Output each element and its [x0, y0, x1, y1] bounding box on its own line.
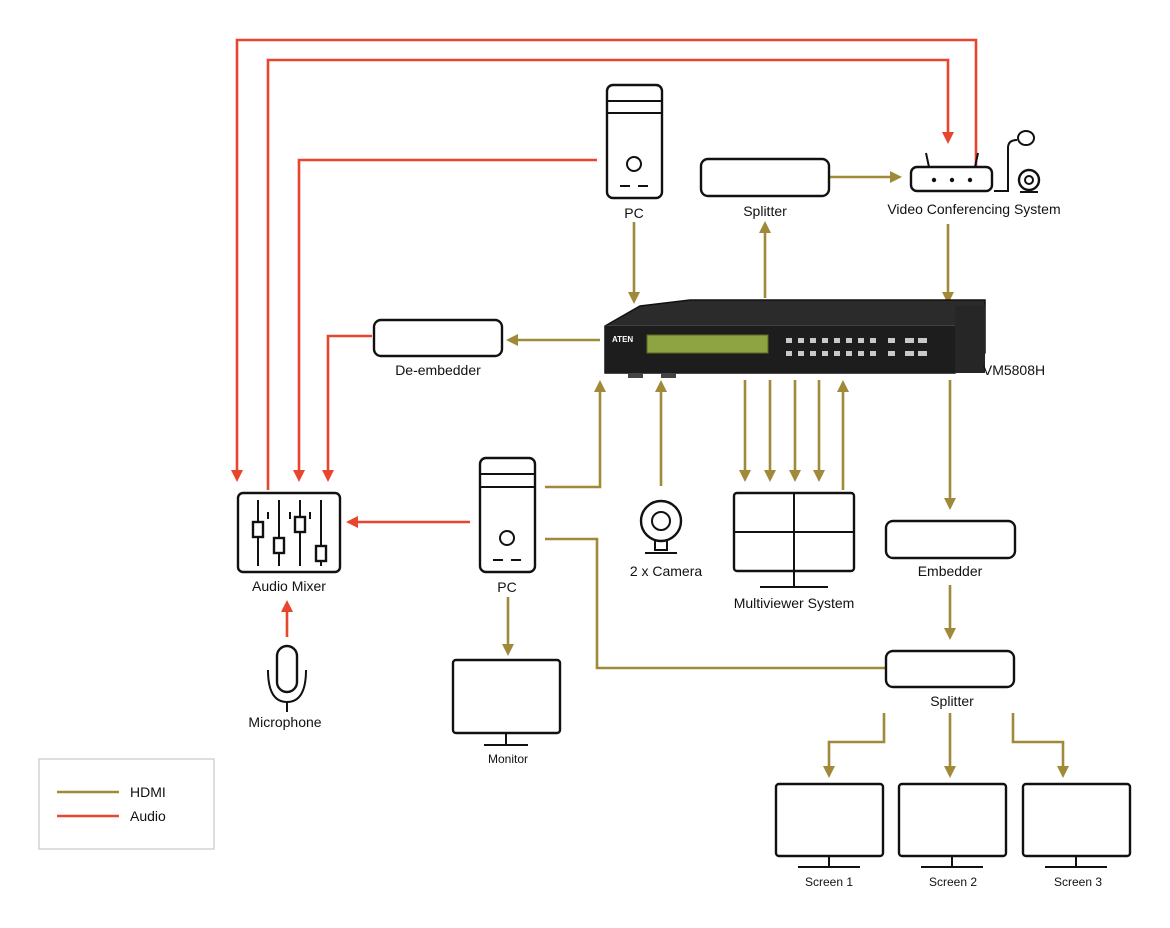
hdmi-arrow-pc-mid-to-matrix — [594, 380, 606, 392]
legend: HDMI Audio — [38, 758, 215, 850]
audio-arrow-mic-to-mixer — [281, 600, 293, 612]
screen-2: Screen 2 — [897, 782, 1008, 889]
matrix-model-label: VM5808H — [983, 362, 1045, 378]
pc-top: PC — [605, 83, 664, 221]
splitter-bottom-box — [884, 649, 1016, 689]
hdmi-arrow-matrix-to-multiviewer-2 — [764, 470, 776, 482]
screen-1-label: Screen 1 — [805, 875, 853, 889]
hdmi-arrow-camera-to-matrix — [655, 380, 667, 392]
de-embedder: De-embedder — [372, 318, 504, 378]
pc-mid-label: PC — [497, 579, 516, 595]
microphone: Microphone — [248, 644, 322, 730]
hdmi-arrow-pc-top-to-matrix — [628, 292, 640, 304]
matrix-switch: ATEN VM5808H — [604, 299, 1045, 378]
audio-line-vcs-to-mixer — [235, 38, 978, 470]
legend-hdmi-label: HDMI — [130, 784, 166, 800]
splitter-bottom-label: Splitter — [930, 693, 974, 709]
webcam-icon — [639, 499, 683, 554]
hdmi-line-splitter-to-screen1 — [827, 713, 886, 766]
splitter-top: Splitter — [699, 157, 831, 219]
hdmi-arrow-vcs-to-matrix — [942, 292, 954, 304]
vcs-microphone-icon — [994, 130, 1035, 192]
pc-top-label: PC — [624, 205, 643, 221]
matrix-lcd-display — [646, 334, 769, 354]
hdmi-arrow-matrix-to-multiviewer-1 — [739, 470, 751, 482]
splitter-top-box — [699, 157, 831, 198]
hdmi-line-pc-mid-to-splitter — [545, 537, 885, 670]
audio-arrow-pc-top-to-mixer — [293, 470, 305, 482]
vcs-webcam-icon — [1017, 168, 1041, 193]
screen-icon — [1021, 782, 1132, 868]
embedder-box — [884, 519, 1017, 560]
hdmi-arrow-matrix-to-multiviewer-4 — [813, 470, 825, 482]
hdmi-line-splitter-to-screen3 — [1011, 713, 1065, 766]
audio-mixer-label: Audio Mixer — [252, 578, 326, 594]
multiviewer-system: Multiviewer System — [732, 491, 856, 611]
hdmi-connections — [502, 171, 1069, 778]
screen-icon — [774, 782, 885, 868]
hdmi-arrow-matrix-to-deembedder — [506, 334, 518, 346]
audio-arrow-pc-mid-to-mixer — [346, 516, 358, 528]
audio-arrow-mixer-to-vcs — [942, 132, 954, 144]
screen-3: Screen 3 — [1021, 782, 1132, 889]
embedder-label: Embedder — [918, 563, 983, 579]
screen-1: Screen 1 — [774, 782, 885, 889]
screen-3-label: Screen 3 — [1054, 875, 1102, 889]
hdmi-arrow-splitter-to-screen2 — [944, 766, 956, 778]
hdmi-arrow-embedder-to-splitter — [944, 628, 956, 640]
pc-mid: PC — [478, 456, 537, 595]
multiviewer-label: Multiviewer System — [734, 595, 855, 611]
camera-label: 2 x Camera — [630, 563, 703, 579]
audio-line-deembedder-to-mixer — [326, 334, 372, 470]
hdmi-arrow-pc-mid-to-monitor — [502, 644, 514, 656]
monitor-icon — [451, 658, 562, 746]
hdmi-arrow-matrix-to-multiviewer-3 — [789, 470, 801, 482]
hdmi-arrow-splitter-to-screen3 — [1057, 766, 1069, 778]
audio-connections — [231, 38, 978, 637]
hdmi-arrow-splitter-top-to-vcs — [890, 171, 902, 183]
audio-mixer-icon — [236, 491, 342, 574]
legend-audio-label: Audio — [130, 808, 166, 824]
hdmi-arrow-splitter-to-screen1 — [823, 766, 835, 778]
vcs-label: Video Conferencing System — [887, 201, 1060, 217]
hdmi-arrow-matrix-to-splitter-top — [759, 221, 771, 233]
multiviewer-display-icon — [732, 491, 856, 588]
splitter-bottom: Splitter — [884, 649, 1016, 709]
de-embedder-box — [372, 318, 504, 358]
audio-line-pc-top-to-mixer — [297, 158, 597, 470]
legend-box — [38, 758, 215, 850]
pc-tower-icon — [478, 456, 537, 574]
monitor: Monitor — [451, 658, 562, 766]
vcs-codec-icon — [909, 152, 994, 193]
matrix-brand-logo: ATEN — [612, 335, 633, 344]
screen-icon — [897, 782, 1008, 868]
hdmi-arrow-multiviewer-to-matrix — [837, 380, 849, 392]
microphone-label: Microphone — [248, 714, 321, 730]
hdmi-line-pc-mid-to-matrix — [545, 392, 602, 489]
embedder: Embedder — [884, 519, 1017, 579]
matrix-buttons — [786, 338, 927, 356]
monitor-label: Monitor — [488, 752, 528, 766]
audio-arrow-vcs-to-mixer — [231, 470, 243, 482]
camera: 2 x Camera — [630, 499, 703, 579]
audio-arrow-deembedder-to-mixer — [322, 470, 334, 482]
screen-2-label: Screen 2 — [929, 875, 977, 889]
audio-line-mixer-to-vcs — [266, 58, 950, 490]
video-conferencing-system: Video Conferencing System — [887, 130, 1061, 217]
microphone-icon — [267, 644, 307, 712]
pc-tower-icon — [605, 83, 664, 200]
audio-mixer: Audio Mixer — [236, 491, 342, 594]
de-embedder-label: De-embedder — [395, 362, 481, 378]
splitter-top-label: Splitter — [743, 203, 787, 219]
hdmi-arrow-matrix-to-embedder — [944, 498, 956, 510]
